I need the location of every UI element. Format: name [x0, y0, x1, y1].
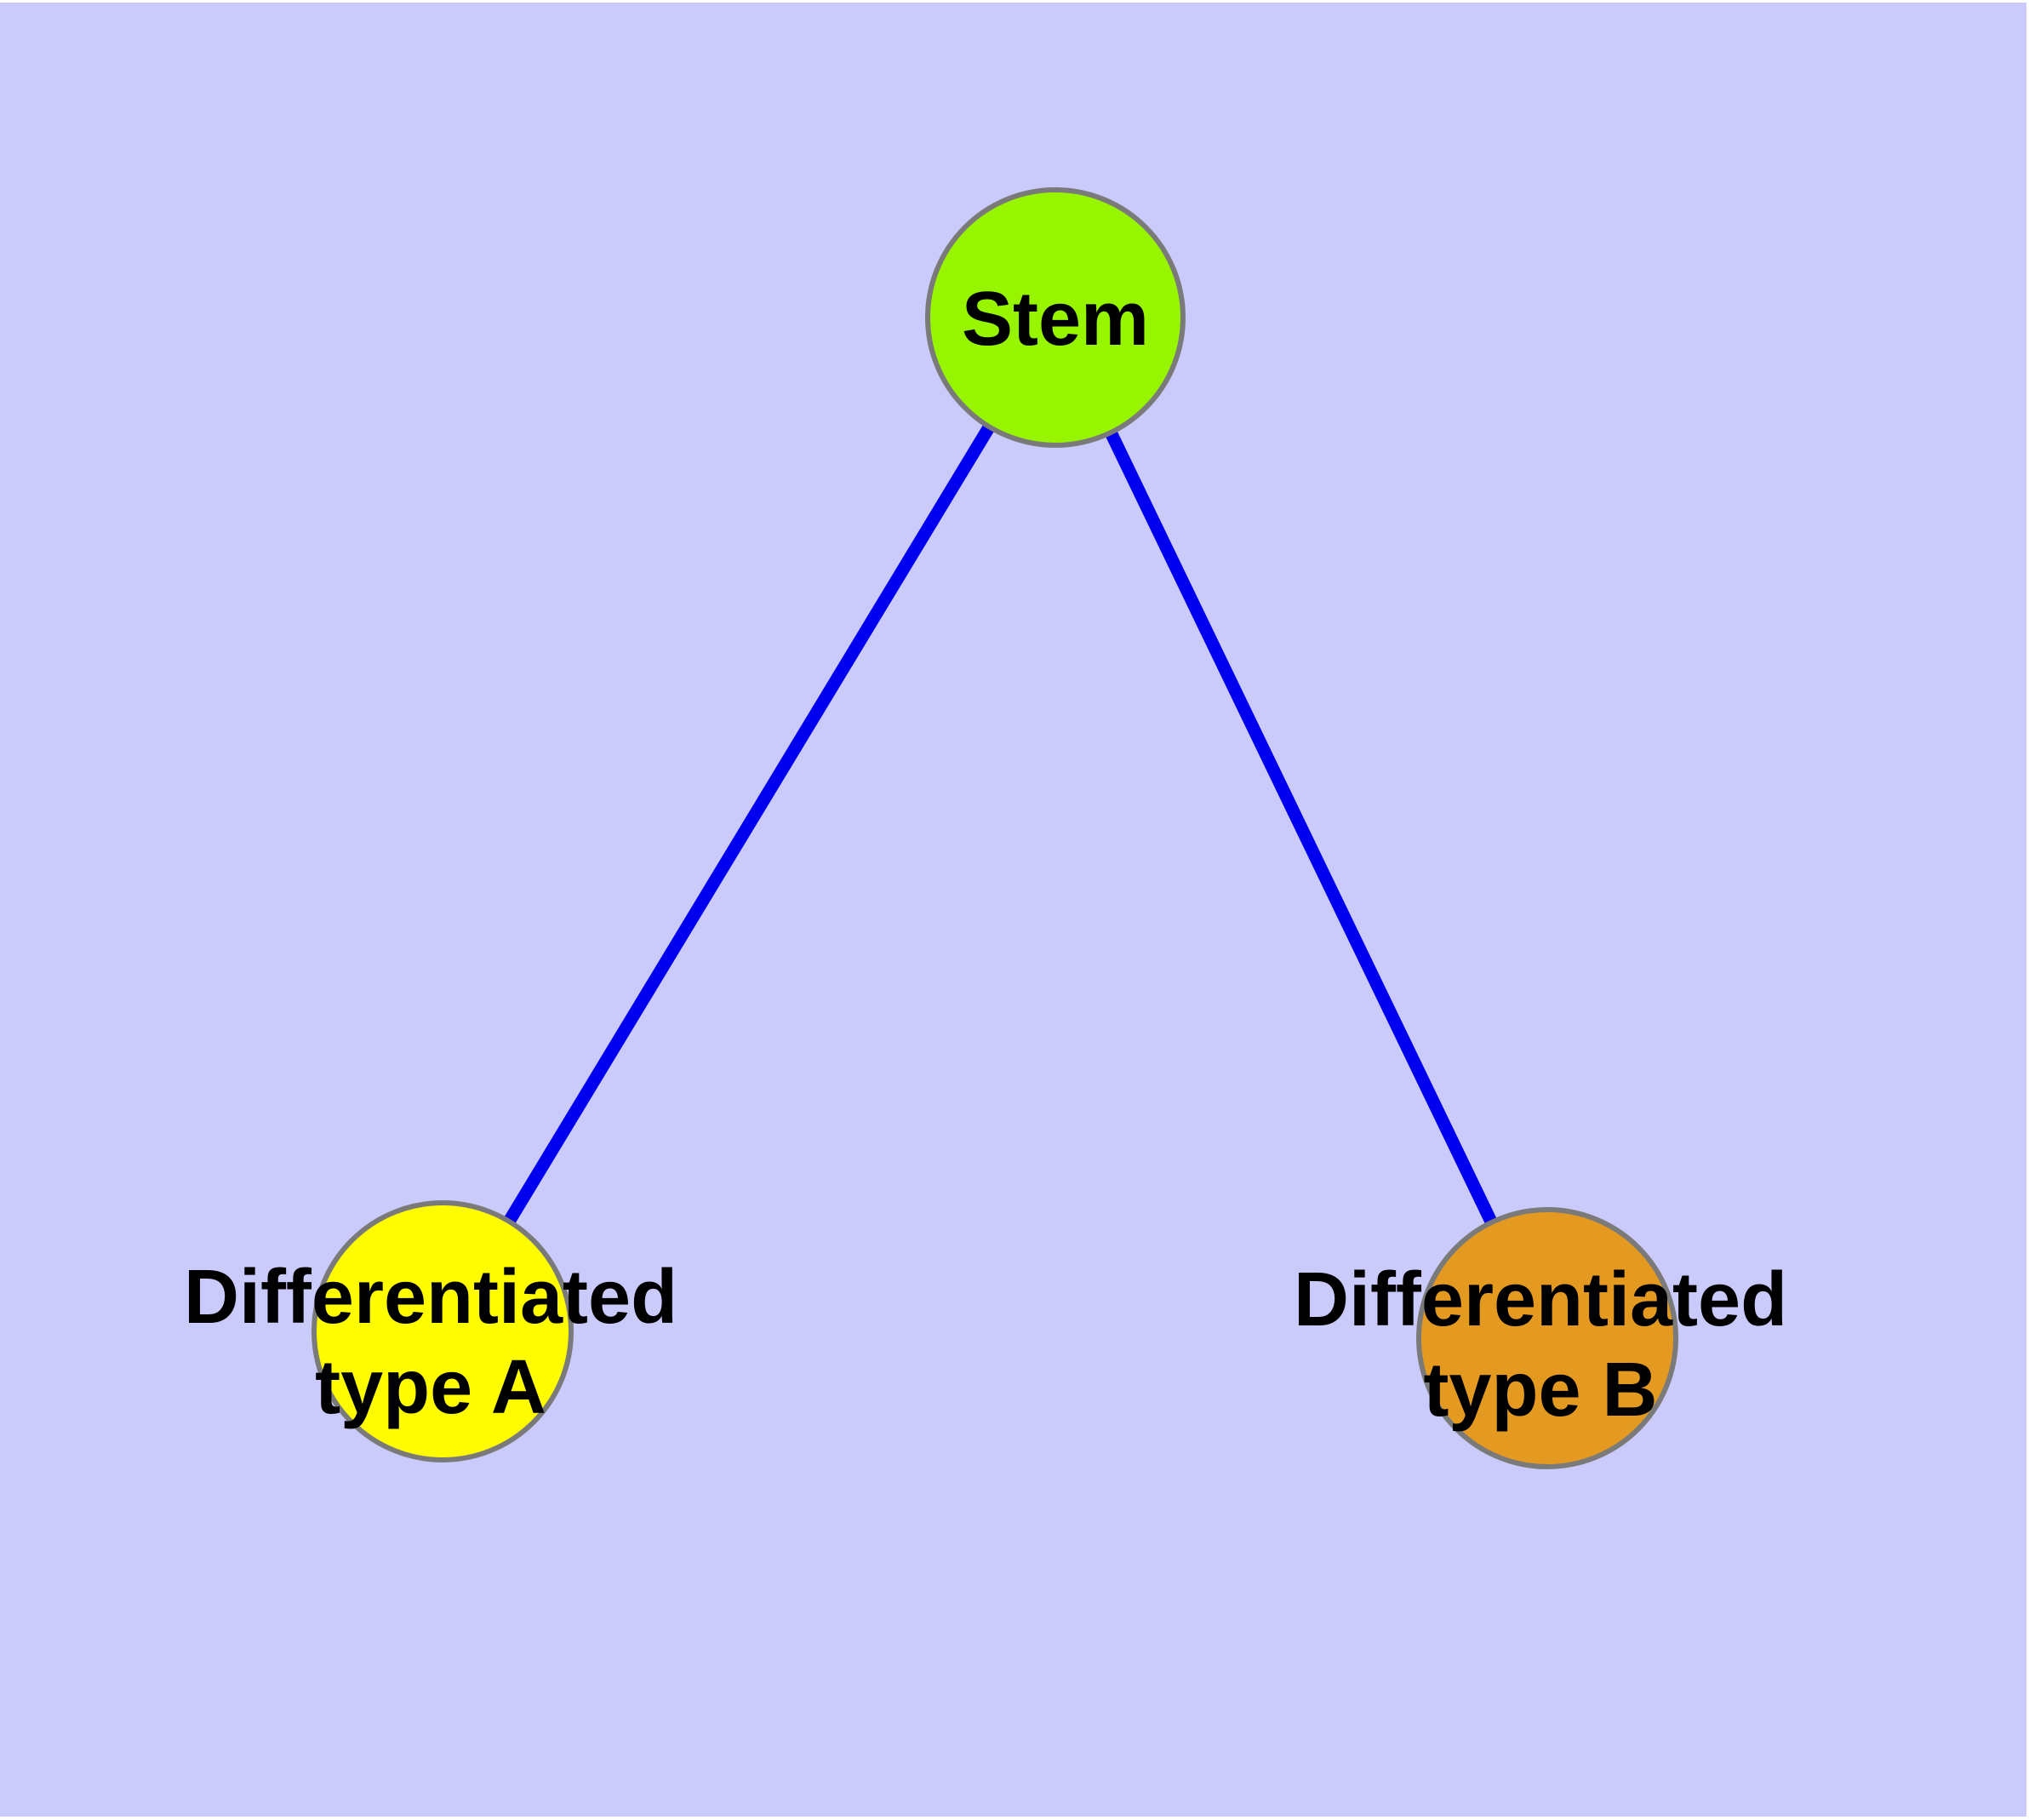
node-stem[interactable]: [925, 187, 1186, 448]
edge-stem-to-differentiated-a: [437, 314, 1061, 1335]
node-label-differentiated-type-b: Differentiated type B: [1293, 1257, 1788, 1433]
node-differentiated-type-b[interactable]: [1416, 1207, 1678, 1469]
edge-stem-to-differentiated-b: [1049, 314, 1553, 1342]
node-label-stem: Stem: [961, 277, 1150, 362]
node-label-differentiated-type-a: Differentiated type A: [183, 1255, 678, 1430]
node-differentiated-type-a[interactable]: [311, 1200, 574, 1462]
